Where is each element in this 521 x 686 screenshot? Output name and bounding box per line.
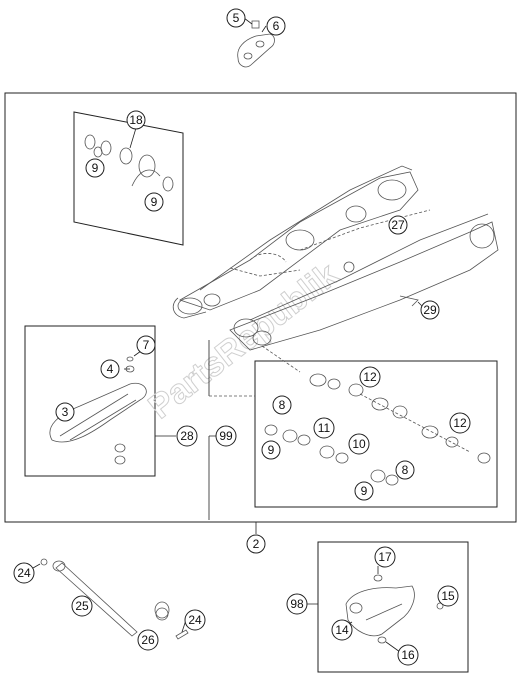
callout-15: 15 (437, 585, 459, 607)
watermark: PartsRepublik (142, 256, 346, 427)
callout-29: 29 (420, 300, 440, 320)
callout-label: 24 (188, 613, 202, 627)
callout-label: 16 (401, 648, 415, 662)
chain-slider-drawing (49, 356, 147, 465)
callout-12: 12 (359, 366, 381, 388)
callout-label: 5 (233, 11, 240, 25)
bearing-inset-frame (73, 111, 184, 246)
callout-9: 9 (261, 440, 281, 460)
callout-25: 25 (71, 595, 93, 617)
callout-label: 12 (453, 416, 467, 430)
callout-99: 99 (215, 425, 237, 447)
callout-18: 18 (126, 110, 146, 130)
callout-7: 7 (136, 335, 156, 355)
callout-label: 24 (17, 566, 31, 580)
callout-3: 3 (55, 402, 75, 422)
callout-label: 8 (279, 398, 286, 412)
chain-slider-inset-frame (24, 325, 156, 477)
callout-label: 29 (423, 303, 437, 317)
callout-label: 9 (361, 484, 368, 498)
callout-label: 98 (290, 597, 304, 611)
callout-8: 8 (395, 460, 415, 480)
callout-label: 26 (141, 633, 155, 647)
callout-label: 15 (441, 589, 455, 603)
callout-12: 12 (449, 412, 471, 434)
chain-guide-bolt-drawing (237, 20, 275, 68)
callout-10: 10 (348, 433, 370, 455)
callout-label: 17 (378, 550, 392, 564)
callout-label: 9 (151, 195, 158, 209)
callout-17: 17 (374, 546, 396, 568)
needle-bearing-set-drawing (84, 134, 174, 192)
callout-label: 10 (352, 437, 366, 451)
pivot-parts-inset-frame (254, 360, 498, 508)
chain-guide-drawing (345, 574, 444, 644)
callout-27: 27 (388, 215, 408, 235)
callout-98: 98 (286, 593, 308, 615)
callout-label: 12 (363, 370, 377, 384)
callout-label: 7 (143, 338, 150, 352)
callout-9: 9 (354, 481, 374, 501)
chain-guide-inset-frame (317, 541, 469, 673)
callout-label: 11 (318, 421, 331, 435)
callout-5: 5 (226, 8, 246, 28)
callout-9: 9 (144, 192, 164, 212)
rear-axle-drawing (40, 558, 189, 640)
callout-label: 6 (273, 19, 280, 33)
callout-label: 18 (129, 113, 143, 127)
callout-4: 4 (100, 359, 120, 379)
callout-8: 8 (272, 395, 292, 415)
callout-label: 25 (75, 599, 89, 613)
callout-6: 6 (266, 16, 286, 36)
callout-9: 9 (85, 158, 105, 178)
callout-label: 9 (92, 161, 99, 175)
callout-label: 3 (62, 405, 69, 419)
callout-14: 14 (331, 619, 353, 641)
callout-28: 28 (176, 425, 198, 447)
callout-label: 99 (219, 429, 233, 443)
callout-11: 11 (313, 417, 335, 439)
callout-label: 4 (107, 362, 114, 376)
callout-16: 16 (397, 644, 419, 666)
callout-2: 2 (246, 534, 266, 554)
callout-24: 24 (184, 609, 206, 631)
callout-24: 24 (13, 562, 35, 584)
swingarm-drawing (172, 165, 499, 351)
main-frame (4, 92, 517, 523)
callout-label: 27 (391, 218, 405, 232)
callout-label: 8 (402, 463, 409, 477)
callout-label: 2 (253, 537, 260, 551)
callout-26: 26 (137, 629, 159, 651)
callout-label: 28 (180, 429, 194, 443)
callout-label: 14 (335, 623, 349, 637)
callout-label: 9 (268, 443, 275, 457)
pivot-shaft-parts-drawing (261, 345, 491, 486)
